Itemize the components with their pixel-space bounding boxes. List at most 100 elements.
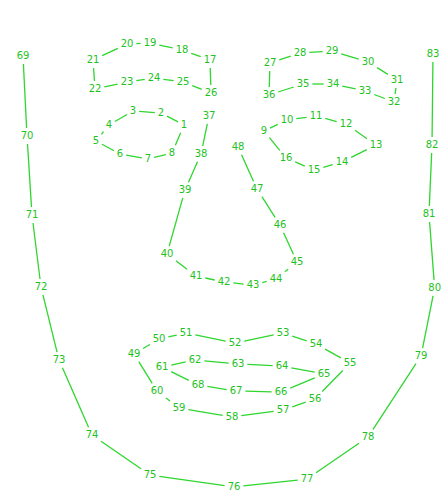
landmark-line	[325, 349, 341, 358]
landmark-number: 19	[143, 37, 158, 49]
landmark-line	[163, 79, 173, 80]
landmark-number: 60	[150, 385, 165, 397]
landmark-line	[204, 361, 228, 363]
landmark-line	[167, 116, 178, 122]
landmark-number: 34	[326, 78, 341, 90]
landmark-number: 62	[188, 354, 203, 366]
landmark-number: 43	[246, 279, 261, 291]
landmark-line	[101, 441, 141, 469]
landmark-number: 54	[309, 338, 324, 350]
landmark-number: 77	[300, 473, 315, 485]
landmark-line	[169, 198, 183, 246]
landmark-number: 40	[160, 248, 175, 260]
landmark-number: 8	[168, 147, 176, 159]
landmark-line	[342, 86, 355, 89]
landmark-line	[33, 223, 40, 279]
landmark-number: 39	[178, 184, 193, 196]
landmark-number: 57	[276, 404, 291, 416]
landmark-number: 51	[179, 327, 194, 339]
landmark-number: 53	[276, 327, 291, 339]
landmark-line	[136, 43, 140, 44]
landmark-number: 29	[325, 45, 340, 57]
landmark-number: 42	[217, 276, 232, 288]
landmark-number: 21	[86, 54, 101, 66]
landmark-line	[423, 296, 433, 348]
landmark-number: 11	[309, 110, 324, 122]
landmark-line	[373, 364, 416, 430]
landmark-line	[136, 79, 144, 80]
landmark-number: 71	[25, 209, 40, 221]
landmark-number: 23	[120, 76, 135, 88]
landmark-line	[247, 364, 272, 365]
landmark-line	[262, 281, 266, 282]
landmark-line	[278, 87, 293, 92]
landmark-line	[430, 222, 434, 280]
landmark-number: 49	[127, 348, 142, 360]
landmark-line	[351, 150, 367, 158]
landmark-line	[23, 64, 26, 128]
landmark-number: 59	[172, 402, 187, 414]
landmark-line	[292, 402, 305, 407]
landmark-line	[243, 480, 297, 486]
landmark-line	[176, 261, 187, 269]
landmark-number: 73	[52, 354, 67, 366]
landmark-line	[355, 130, 367, 138]
landmark-number: 32	[387, 96, 402, 108]
landmark-line	[159, 476, 224, 485]
landmark-line	[102, 48, 118, 55]
landmark-number: 35	[296, 78, 311, 90]
landmark-line	[205, 278, 214, 280]
landmark-number: 18	[175, 44, 190, 56]
landmark-line	[203, 124, 208, 146]
landmark-line	[62, 368, 88, 427]
landmark-number: 14	[335, 156, 350, 168]
landmark-number: 56	[308, 393, 323, 405]
landmark-number: 30	[361, 56, 376, 68]
landmark-line	[233, 283, 243, 284]
landmark-line	[279, 56, 290, 60]
landmark-number: 16	[279, 152, 294, 164]
landmark-line	[312, 83, 323, 84]
landmark-number: 48	[231, 141, 246, 153]
landmark-line	[429, 153, 431, 206]
landmark-number: 6	[116, 148, 124, 160]
landmark-line	[431, 62, 433, 137]
landmark-number: 61	[155, 361, 170, 373]
landmark-line	[290, 378, 315, 388]
landmark-line	[394, 88, 396, 94]
landmark-number: 41	[189, 270, 204, 282]
landmark-number: 5	[92, 135, 100, 147]
landmark-number: 1	[180, 119, 188, 131]
landmark-line	[195, 335, 225, 341]
landmark-number: 9	[260, 125, 268, 137]
landmark-number: 58	[225, 411, 240, 423]
landmark-number: 68	[191, 379, 206, 391]
landmark-line	[244, 335, 273, 341]
landmark-line	[285, 269, 288, 272]
landmark-line	[166, 398, 170, 401]
landmark-line	[171, 362, 185, 365]
landmark-number: 12	[339, 118, 354, 130]
landmark-line	[159, 45, 172, 48]
landmark-number: 69	[16, 50, 31, 62]
landmark-line	[377, 68, 388, 75]
landmark-number: 47	[250, 183, 265, 195]
landmark-number: 74	[85, 429, 100, 441]
landmark-number: 3	[129, 105, 137, 117]
landmark-number: 15	[307, 164, 322, 176]
landmark-number: 70	[20, 130, 35, 142]
landmark-line	[191, 53, 200, 56]
landmark-line	[210, 68, 212, 85]
landmark-line	[139, 111, 155, 112]
landmark-line	[242, 155, 254, 181]
landmark-line	[245, 391, 271, 393]
landmark-number: 17	[203, 54, 218, 66]
landmark-number: 22	[88, 83, 103, 95]
landmark-line	[175, 133, 180, 145]
landmark-line	[262, 197, 275, 218]
landmark-line	[115, 114, 127, 121]
landmark-line	[296, 117, 306, 118]
landmark-number: 28	[293, 47, 308, 59]
